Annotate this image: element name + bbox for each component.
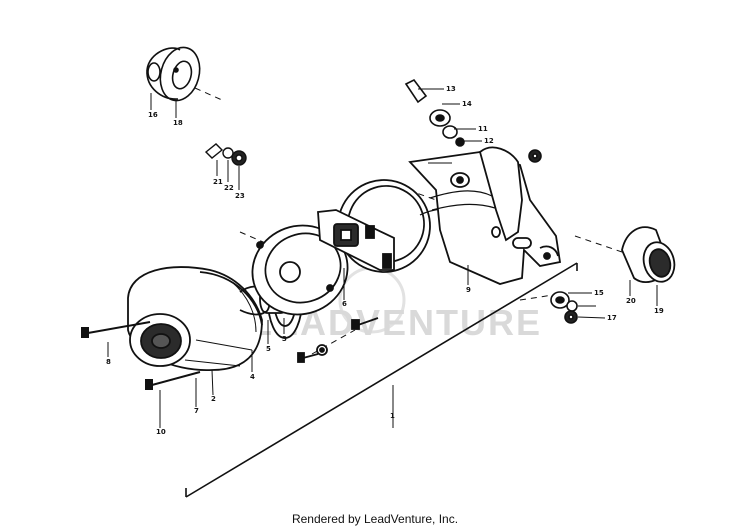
bracket-fasteners-13-16 [404,78,542,163]
callout-numbers: 1 2 3 4 5 6 7 8 9 10 11 12 13 14 15 16 1… [106,85,664,436]
callout-number: 11 [478,125,488,133]
callout-number: 7 [194,407,199,415]
callout-number: 18 [173,119,183,127]
long-screws [81,321,201,390]
callout-number: 6 [342,300,347,308]
headlight-housing [127,266,263,371]
callout-number: 16 [148,111,158,119]
callout-number: 10 [156,428,166,436]
callout-number: 23 [235,192,245,200]
callout-number: 13 [446,85,456,93]
callout-number: 5 [266,345,271,353]
callout-number: 17 [607,314,617,322]
callout-number: 12 [484,137,494,145]
callout-number: 9 [466,286,471,294]
callout-number: 1 [390,412,395,420]
callout-number: 4 [250,373,255,381]
callout-number: 14 [462,100,472,108]
washers-15-17 [550,291,578,324]
callout-number: 22 [224,184,234,192]
callout-number: 8 [106,358,111,366]
small-fasteners-21-23 [204,143,247,166]
render-credit: Rendered by LeadVenture, Inc. [291,512,459,526]
callout-number: 3 [282,335,287,343]
callout-number: 20 [626,297,636,305]
socket-back-plate [317,179,471,273]
callout-number: 19 [654,307,664,315]
small-screws-center [297,317,379,363]
assembly-bracket-line [185,262,578,498]
side-lamp [621,226,676,283]
top-cup-part [146,46,201,102]
callout-number: 21 [213,178,223,186]
callout-number: 2 [211,395,216,403]
callout-leaders [107,88,658,428]
callout-number: 15 [594,289,604,297]
license-bracket [408,146,562,285]
mounting-flange [251,224,349,316]
